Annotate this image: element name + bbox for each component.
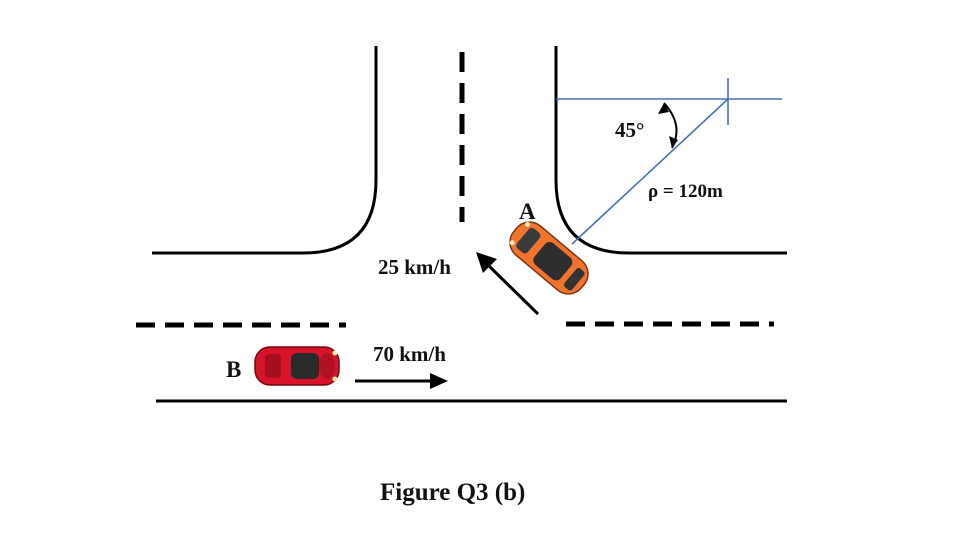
car-b — [254, 346, 340, 386]
velocity-arrowhead-a — [476, 252, 497, 273]
road-edge-left-curve — [152, 46, 378, 255]
car-b-label: B — [226, 357, 241, 382]
radius-line — [571, 98, 729, 245]
angle-label: 45° — [615, 118, 644, 142]
road-edge-right-curve — [554, 46, 787, 255]
car-a — [509, 221, 589, 295]
speed-label-b: 70 km/h — [373, 342, 446, 366]
angle-arc — [658, 102, 678, 149]
velocity-arrow-a — [487, 264, 540, 316]
velocity-arrowhead-b — [430, 373, 448, 389]
radius-label: ρ = 120m — [648, 181, 723, 202]
figure-caption: Figure Q3 (b) — [380, 479, 525, 506]
speed-label-a: 25 km/h — [378, 255, 451, 279]
car-a-label: A — [519, 199, 536, 224]
